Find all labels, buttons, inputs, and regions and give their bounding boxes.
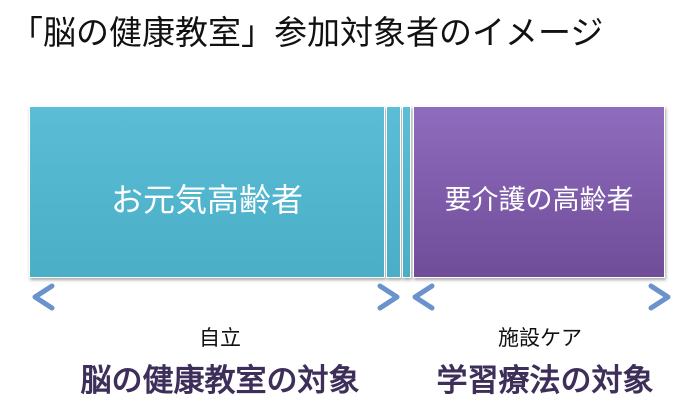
transition-strip-1	[386, 106, 401, 278]
healthy-elderly-label: お元気高齢者	[110, 181, 303, 219]
diagram-title: 「脳の健康教室」参加対象者のイメージ	[10, 13, 604, 52]
left-range-sublabel: 自立	[199, 326, 241, 350]
left-range-label: 脳の健康教室の対象	[80, 363, 360, 399]
healthy-elderly-box: お元気高齢者	[29, 106, 385, 278]
left-range-arrow	[32, 283, 400, 311]
care-elderly-box: 要介護の高齢者	[413, 106, 665, 278]
right-range-label: 学習療法の対象	[436, 363, 654, 399]
transition-strip-2	[402, 106, 411, 278]
care-elderly-label: 要介護の高齢者	[444, 185, 634, 216]
right-range-arrow	[412, 283, 671, 311]
right-range-sublabel: 施設ケア	[498, 326, 582, 350]
